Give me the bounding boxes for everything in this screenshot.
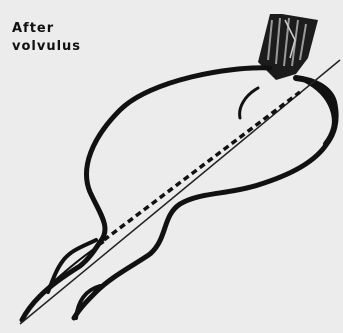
inner-curve-near-stalk bbox=[240, 88, 258, 118]
rotation-axis-dashed bbox=[104, 92, 300, 240]
bowel-loop-outline bbox=[22, 68, 270, 320]
